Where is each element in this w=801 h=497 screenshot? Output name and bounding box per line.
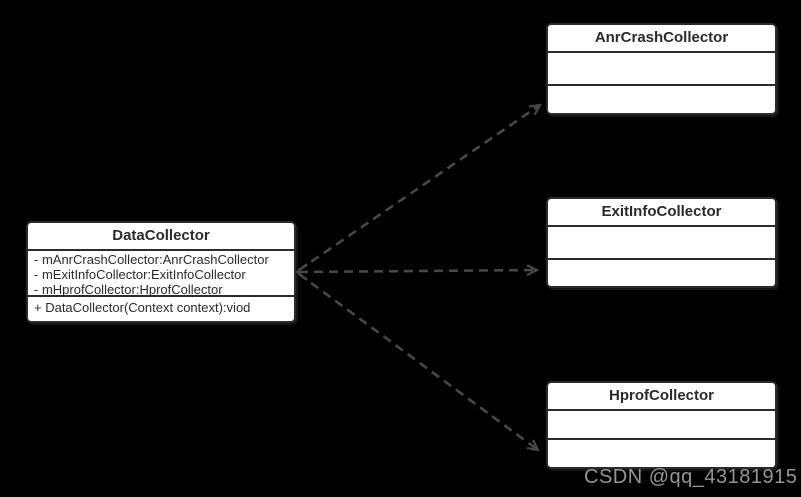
class-box-exitinfocollector: ExitInfoCollector [546, 197, 777, 288]
class-title: HprofCollector [548, 383, 775, 411]
class-methods-section [548, 86, 775, 106]
arrow-datacollector-to-anrcrashcollector [298, 105, 540, 272]
arrow-datacollector-to-exitinfocollector [298, 270, 537, 272]
class-methods-section [548, 440, 775, 460]
attribute-line: - mExitInfoCollector:ExitInfoCollector [34, 267, 246, 282]
attribute-line: - mHprofCollector:HprofCollector [34, 282, 223, 297]
class-title: ExitInfoCollector [548, 199, 775, 227]
class-box-anrcrashcollector: AnrCrashCollector [546, 23, 777, 115]
class-attributes-section: - mAnrCrashCollector:AnrCrashCollector -… [28, 251, 294, 297]
class-methods-section [548, 260, 775, 280]
class-attributes-section [548, 53, 775, 86]
class-title: DataCollector [28, 223, 294, 251]
class-attributes-section [548, 411, 775, 440]
class-box-hprofcollector: HprofCollector [546, 381, 777, 469]
class-methods-section: + DataCollector(Context context):viod [28, 297, 294, 321]
method-line: + DataCollector(Context context):viod [34, 300, 251, 315]
class-box-datacollector: DataCollector - mAnrCrashCollector:AnrCr… [26, 221, 296, 323]
csdn-watermark: CSDN @qq_43181915 [584, 466, 798, 488]
arrow-datacollector-to-hprofcollector [298, 272, 538, 450]
attribute-line: - mAnrCrashCollector:AnrCrashCollector [34, 252, 269, 267]
class-attributes-section [548, 227, 775, 260]
junction-arrowhead-icon [295, 263, 308, 281]
class-title: AnrCrashCollector [548, 25, 775, 53]
